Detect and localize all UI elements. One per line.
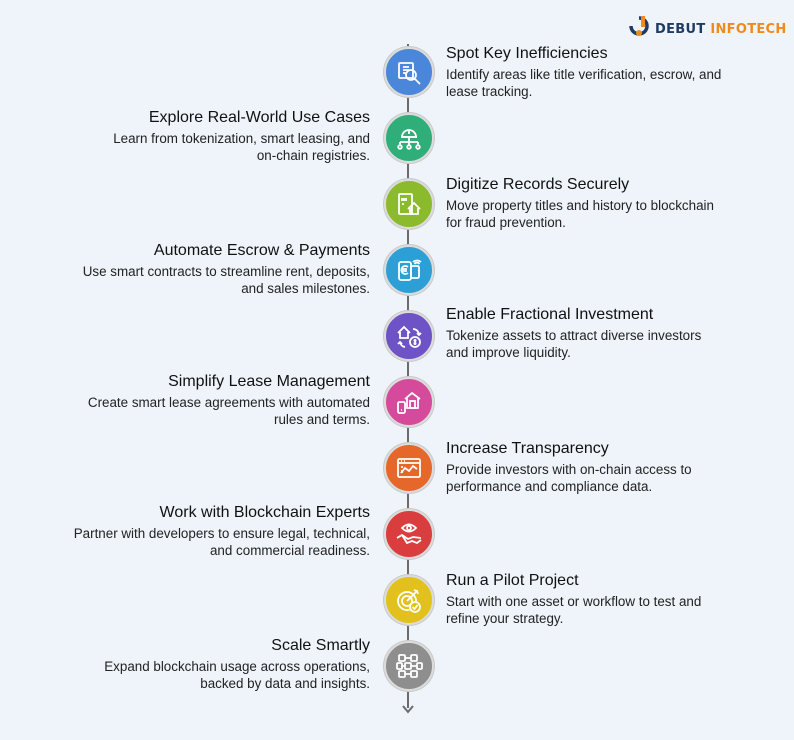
step-2-desc-line-2: on-chain registries. <box>256 148 370 163</box>
step-9-circle <box>384 575 434 625</box>
step-5-description: Tokenize assets to attract diverse inves… <box>446 327 701 361</box>
timeline-line <box>407 44 409 708</box>
euro-payment-icon <box>398 259 422 281</box>
step-9-title: Run a Pilot Project <box>446 572 579 589</box>
step-4-title: Automate Escrow & Payments <box>153 242 370 259</box>
step-2-title: Explore Real-World Use Cases <box>148 109 370 126</box>
step-7-circle <box>384 443 434 493</box>
step-3-desc-line-2: for fraud prevention. <box>446 215 566 230</box>
step-8-title: Work with Blockchain Experts <box>159 504 370 521</box>
step-1-title: Spot Key Inefficiencies <box>446 45 608 62</box>
step-4-text: Automate Escrow & Payments Use smart con… <box>83 241 370 297</box>
step-10-description: Expand blockchain usage across operation… <box>104 658 370 692</box>
step-6-circle <box>384 377 434 427</box>
brand-logo: DEBUT INFOTECH <box>628 16 787 42</box>
step-4-circle <box>384 245 434 295</box>
brand-name-part2: INFOTECH <box>710 21 787 37</box>
step-10-title: Scale Smartly <box>271 637 370 654</box>
step-8-circle <box>384 509 434 559</box>
step-5-text: Enable Fractional Investment Tokenize as… <box>446 305 701 361</box>
step-9-desc-line-1: Start with one asset or workflow to test… <box>446 594 702 609</box>
step-1-circle <box>384 47 434 97</box>
step-10-desc-line-2: backed by data and insights. <box>200 676 370 691</box>
step-7-title: Increase Transparency <box>446 440 609 457</box>
step-2-text: Explore Real-World Use Cases Learn from … <box>113 108 370 164</box>
step-3-title: Digitize Records Securely <box>446 176 630 193</box>
handshake-eye-icon <box>396 523 422 545</box>
chart-screen-icon <box>397 458 421 478</box>
step-1-description: Identify areas like title verification, … <box>446 66 721 100</box>
blocks-grid-icon <box>396 654 423 678</box>
step-8-desc-line-2: and commercial readiness. <box>209 543 370 558</box>
step-1-desc-line-1: Identify areas like title verification, … <box>446 67 722 82</box>
step-2-desc-line-1: Learn from tokenization, smart leasing, … <box>113 131 370 146</box>
step-6-description: Create smart lease agreements with autom… <box>88 394 370 428</box>
step-4-desc-line-1: Use smart contracts to streamline rent, … <box>82 264 370 279</box>
step-10-desc-line-1: Expand blockchain usage across operation… <box>104 659 370 674</box>
step-4-desc-line-2: and sales milestones. <box>241 281 370 296</box>
step-2-circle <box>384 113 434 163</box>
step-3-text: Digitize Records Securely Move property … <box>446 175 714 231</box>
step-10-circle <box>384 641 434 691</box>
step-7-text: Increase Transparency Provide investors … <box>446 439 692 495</box>
step-1-desc-line-2: lease tracking. <box>446 84 533 99</box>
step-3-circle <box>384 179 434 229</box>
step-2-description: Learn from tokenization, smart leasing, … <box>113 130 370 164</box>
debut-logo-icon <box>629 16 649 36</box>
step-9-description: Start with one asset or workflow to test… <box>446 593 701 627</box>
step-9-desc-line-2: refine your strategy. <box>446 611 564 626</box>
step-3-desc-line-1: Move property titles and history to bloc… <box>446 198 714 213</box>
step-7-description: Provide investors with on-chain access t… <box>446 461 692 495</box>
document-search-icon <box>398 62 421 85</box>
step-9-text: Run a Pilot Project Start with one asset… <box>446 571 701 627</box>
step-10-text: Scale Smartly Expand blockchain usage ac… <box>104 636 370 692</box>
brand-name-part1: DEBUT <box>655 21 706 37</box>
step-7-desc-line-2: performance and compliance data. <box>446 479 653 494</box>
step-6-desc-line-2: rules and terms. <box>273 412 370 427</box>
step-1-text: Spot Key Inefficiencies Identify areas l… <box>446 44 721 100</box>
step-8-desc-line-1: Partner with developers to ensure legal,… <box>73 526 370 541</box>
step-5-desc-line-1: Tokenize assets to attract diverse inves… <box>446 328 702 343</box>
network-helmet-icon <box>397 129 421 150</box>
step-7-desc-line-1: Provide investors with on-chain access t… <box>446 462 692 477</box>
step-5-circle <box>384 311 434 361</box>
step-6-title: Simplify Lease Management <box>168 373 370 390</box>
step-3-description: Move property titles and history to bloc… <box>446 197 714 231</box>
house-dollar-exchange-icon <box>397 325 422 348</box>
step-8-text: Work with Blockchain Experts Partner wit… <box>74 503 370 559</box>
step-6-text: Simplify Lease Management Create smart l… <box>88 372 370 428</box>
house-phone-icon <box>397 391 421 414</box>
digital-house-record-icon <box>398 193 421 215</box>
step-8-description: Partner with developers to ensure legal,… <box>74 525 370 559</box>
arrow-down-icon <box>402 705 414 714</box>
step-6-desc-line-1: Create smart lease agreements with autom… <box>87 395 370 410</box>
step-4-description: Use smart contracts to streamline rent, … <box>83 263 370 297</box>
step-5-title: Enable Fractional Investment <box>446 306 654 323</box>
brand-name: DEBUT INFOTECH <box>655 22 787 37</box>
step-5-desc-line-2: and improve liquidity. <box>446 345 571 360</box>
target-check-icon <box>397 589 421 613</box>
